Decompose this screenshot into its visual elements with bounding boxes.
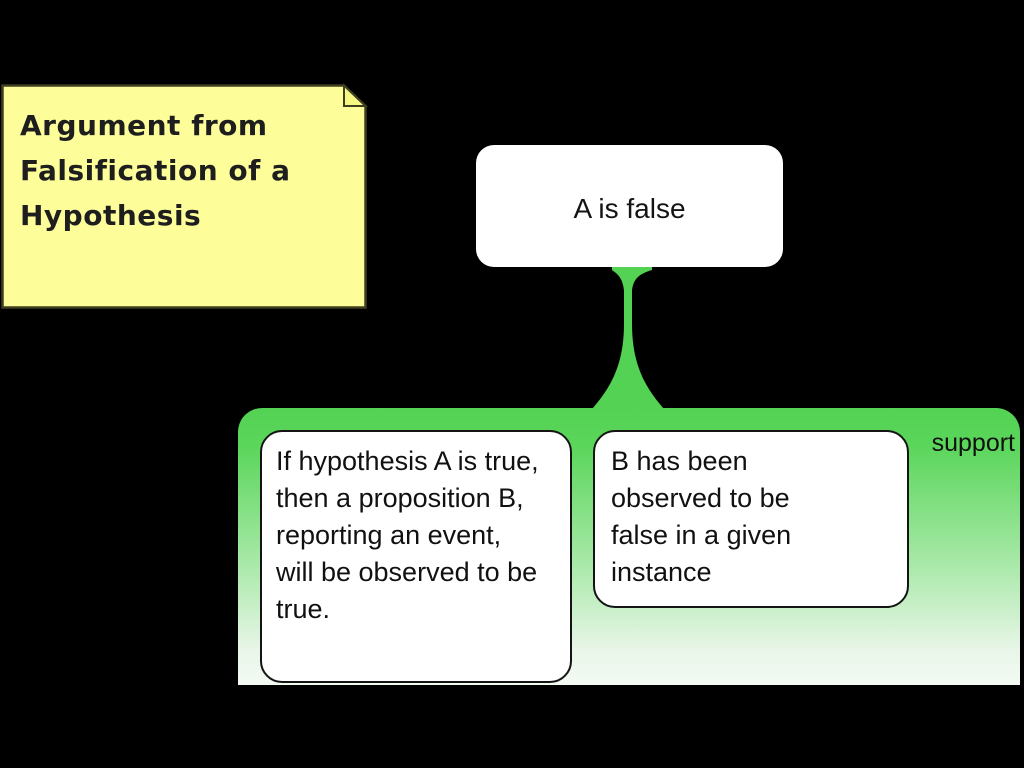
conclusion-node[interactable]: A is false	[476, 145, 783, 267]
note-fold-corner-icon	[343, 83, 368, 107]
support-group-label: support	[931, 429, 1015, 457]
premise-1-text: If hypothesis A is true, then a proposit…	[276, 446, 539, 624]
premise-2-text: B has been observed to be false in a giv…	[611, 446, 792, 587]
support-group[interactable]: support If hypothesis A is true, then a …	[238, 408, 1020, 685]
conclusion-text: A is false	[573, 193, 686, 224]
premise-node-2[interactable]: B has been observed to be false in a giv…	[593, 430, 909, 608]
sticky-note[interactable]: Argument from Falsification of a Hypothe…	[0, 83, 370, 311]
support-connector[interactable]	[560, 267, 700, 409]
sticky-note-shape	[1, 83, 368, 309]
premise-node-1[interactable]: If hypothesis A is true, then a proposit…	[260, 430, 572, 683]
note-title: Argument from Falsification of a Hypothe…	[20, 109, 291, 232]
